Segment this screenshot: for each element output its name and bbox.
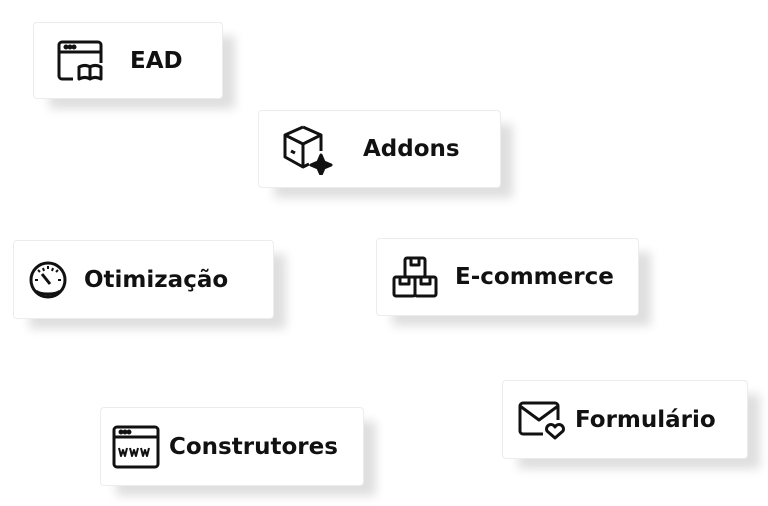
card-construtores[interactable]: Construtores	[100, 407, 364, 486]
speedometer-icon	[29, 261, 67, 298]
box-sparkle-icon	[283, 125, 333, 175]
card-label: E-commerce	[455, 264, 614, 290]
envelope-heart-icon	[518, 401, 565, 439]
card-label: Addons	[363, 136, 460, 162]
card-otimizacao[interactable]: Otimização	[13, 240, 274, 319]
browser-www-icon	[112, 425, 160, 468]
card-formulario[interactable]: Formulário	[502, 380, 748, 459]
card-label: Otimização	[84, 266, 229, 293]
card-addons[interactable]: Addons	[258, 110, 501, 188]
card-ecommerce[interactable]: E-commerce	[376, 238, 639, 316]
browser-book-icon	[57, 40, 103, 80]
card-ead[interactable]: EAD	[33, 22, 223, 99]
card-label: Formulário	[575, 406, 716, 433]
card-label: Construtores	[169, 433, 338, 460]
boxes-icon	[392, 256, 438, 298]
card-label: EAD	[130, 47, 183, 74]
